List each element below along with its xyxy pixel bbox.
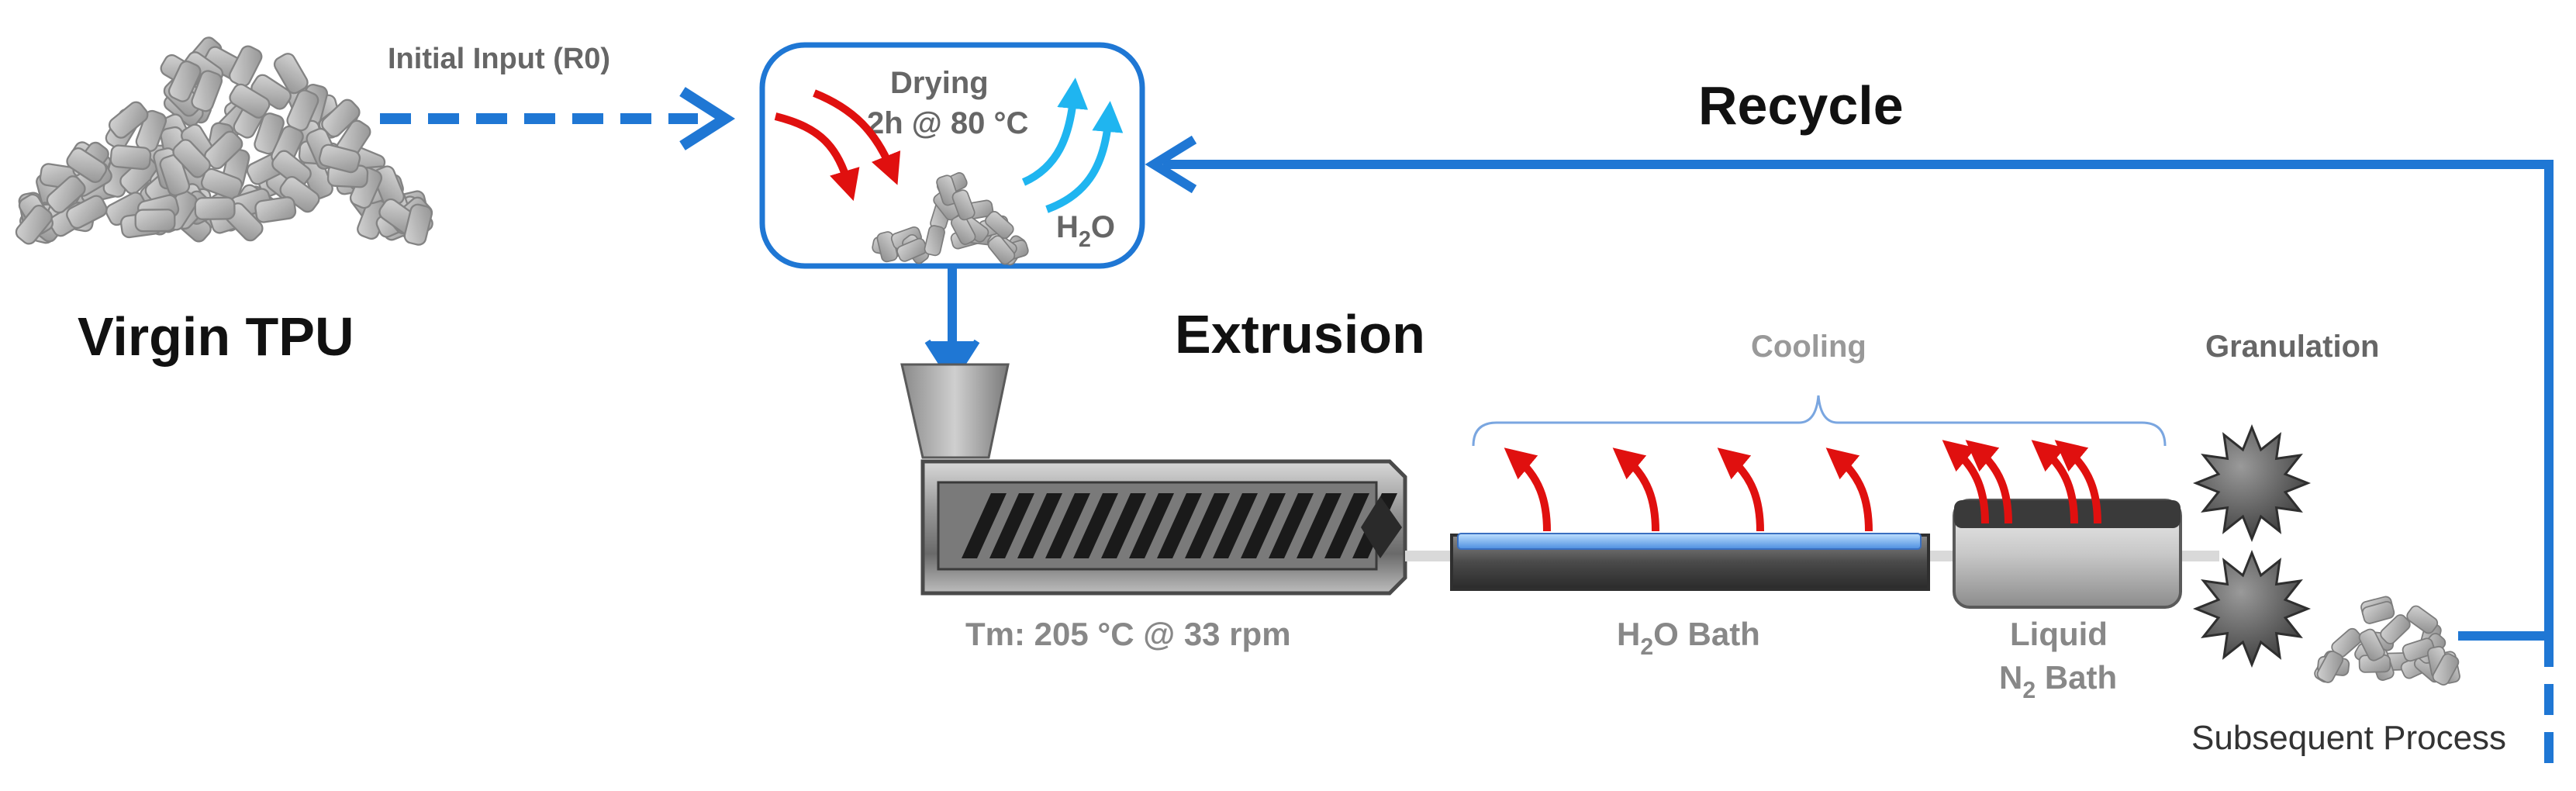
water-bath-label: H2O Bath	[1617, 616, 1760, 660]
water-arrow-icon	[1021, 78, 1124, 213]
pellet	[109, 143, 152, 171]
screw-flight	[1157, 493, 1202, 558]
initial-input-label: Initial Input (R0)	[388, 43, 610, 75]
drying-box: Drying 2h @ 80 °C H2O	[759, 42, 1145, 269]
drying-title: Drying	[890, 66, 989, 100]
pellet	[2315, 648, 2346, 686]
feed-arrow	[924, 266, 980, 383]
nitrogen-bath-label-line2: N2 Bath	[1999, 659, 2117, 703]
screw-flight	[1045, 493, 1090, 558]
screw-flight	[1185, 493, 1230, 558]
heat-arrow	[2031, 440, 2078, 524]
granulator-cutter-icon	[2192, 423, 2312, 668]
hopper-icon	[900, 363, 1010, 459]
screw-flight	[962, 493, 1007, 558]
nitrogen-bath-label-line1: Liquid	[2010, 616, 2108, 652]
pellet	[254, 195, 298, 224]
recycle-label: Recycle	[1698, 75, 1904, 136]
water-bath-icon	[1450, 533, 1930, 591]
heat-arrow-icon	[774, 89, 901, 202]
extrusion-label: Extrusion	[1175, 304, 1425, 364]
heat-arrow	[1612, 447, 1659, 532]
heat-arrow	[1965, 440, 2012, 524]
pellet	[194, 196, 236, 221]
screw-flight	[1073, 493, 1118, 558]
screw-extruder-icon	[920, 459, 1407, 596]
heat-arrow-icon	[1942, 440, 2101, 524]
subsequent-process-label: Subsequent Process	[2191, 719, 2506, 757]
screw-flight	[1241, 493, 1286, 558]
virgin-tpu-title: Virgin TPU	[78, 306, 354, 367]
granulation-label: Granulation	[2205, 330, 2379, 364]
cutter-wheel	[2192, 423, 2312, 543]
heat-arrow	[1717, 447, 1764, 532]
screw-flight	[1129, 493, 1174, 558]
screw-flight	[1324, 493, 1369, 558]
drying-water-label: H2O	[1056, 210, 1115, 252]
initial-input-arrow	[380, 87, 736, 150]
screw-flight	[1017, 493, 1062, 558]
screw-flight	[989, 493, 1034, 558]
pellet-pile-icon	[2312, 594, 2462, 688]
screw-flight	[1101, 493, 1146, 558]
heat-arrow	[1504, 447, 1551, 532]
cooling-bracket	[1472, 395, 2167, 447]
heat-arrow-icon	[1504, 447, 1873, 532]
pellet	[134, 209, 176, 233]
screw-flight	[1269, 493, 1314, 558]
heat-arrow	[2054, 440, 2101, 524]
pellet-pile-icon	[12, 33, 437, 248]
heat-arrow	[1942, 440, 1989, 524]
screw-flight	[1297, 493, 1342, 558]
screw-tip	[1361, 496, 1402, 558]
extrusion-temperature-label: Tm: 205 °C @ 33 rpm	[965, 616, 1291, 652]
heat-arrow	[1825, 447, 1873, 532]
cooling-label: Cooling	[1751, 330, 1866, 364]
cutter-wheel	[2192, 549, 2312, 668]
recycle-arrow	[1145, 135, 2554, 641]
screw-flight	[1213, 493, 1258, 558]
drying-condition: 2h @ 80 °C	[867, 106, 1028, 140]
